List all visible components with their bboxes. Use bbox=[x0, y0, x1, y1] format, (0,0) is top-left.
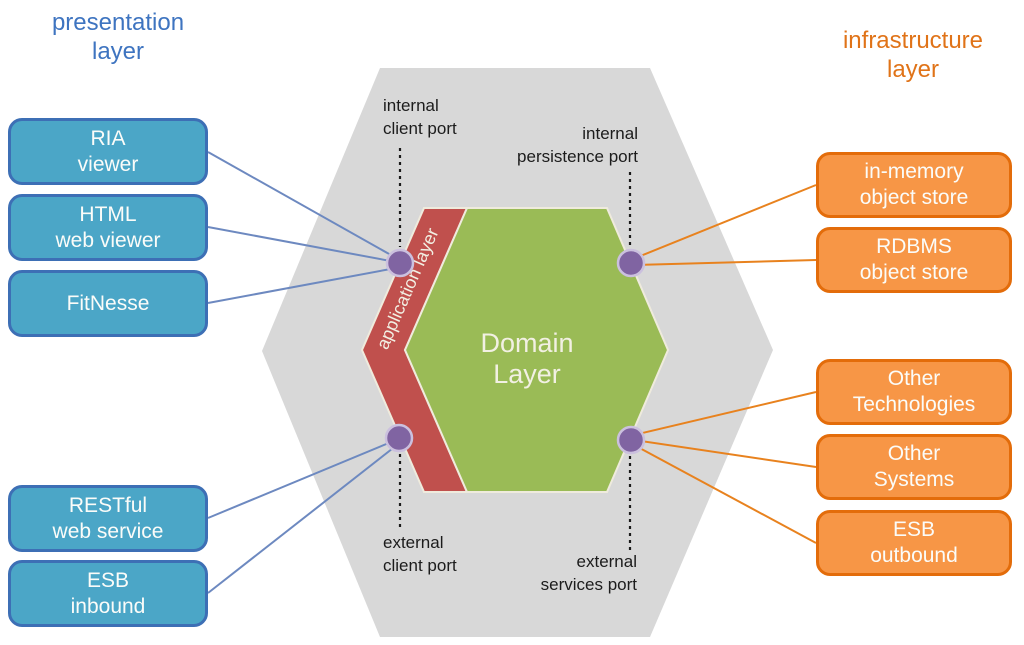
domain-layer-label: Domain bbox=[480, 328, 573, 358]
port-label-external-services: external services port bbox=[540, 552, 637, 594]
connector-line bbox=[207, 439, 397, 519]
infrastructure-box-rdbms-object-store: RDBMS object store bbox=[816, 227, 1012, 293]
infrastructure-box-in-memory-object-store: in-memory object store bbox=[816, 152, 1012, 218]
port-internal-client-dot bbox=[385, 248, 415, 278]
presentation-box-restful-web-service: RESTful web service bbox=[8, 485, 208, 552]
presentation-box-html-web-viewer: HTML web viewer bbox=[8, 194, 208, 261]
port-label-external-client: external client port bbox=[383, 533, 457, 575]
presentation-connectors bbox=[207, 151, 399, 594]
port-external-services-dot bbox=[616, 425, 646, 455]
connector-line bbox=[633, 391, 817, 436]
port-external-client-dot bbox=[384, 423, 414, 453]
port-label-internal-persistence: internal persistence port bbox=[517, 124, 638, 166]
connector-line bbox=[207, 226, 397, 263]
presentation-box-ria-viewer: RIA viewer bbox=[8, 118, 208, 185]
connector-line bbox=[632, 184, 817, 260]
connector-line bbox=[633, 444, 817, 544]
port-internal-persistence-dot bbox=[616, 248, 646, 278]
domain-layer-label: Layer bbox=[493, 359, 561, 389]
port-dotted-lines bbox=[398, 148, 632, 552]
infrastructure-layer-title: infrastructure layer bbox=[842, 27, 984, 83]
connector-line bbox=[633, 259, 817, 266]
domain-layer-hexagon bbox=[403, 207, 670, 493]
infrastructure-connectors bbox=[632, 184, 817, 544]
connector-line bbox=[633, 439, 817, 468]
presentation-layer-title: presentation layer bbox=[51, 9, 185, 65]
presentation-box-fitnesse: FitNesse bbox=[8, 270, 208, 337]
connector-line bbox=[207, 151, 399, 260]
presentation-box-esb-inbound: ESB inbound bbox=[8, 560, 208, 627]
infrastructure-box-other-technologies: Other Technologies bbox=[816, 359, 1012, 425]
connector-line bbox=[207, 267, 397, 304]
infrastructure-box-other-systems: Other Systems bbox=[816, 434, 1012, 500]
connector-line bbox=[207, 444, 398, 594]
infrastructure-box-esb-outbound: ESB outbound bbox=[816, 510, 1012, 576]
port-label-internal-client: internal client port bbox=[383, 96, 457, 138]
ports bbox=[384, 248, 646, 455]
